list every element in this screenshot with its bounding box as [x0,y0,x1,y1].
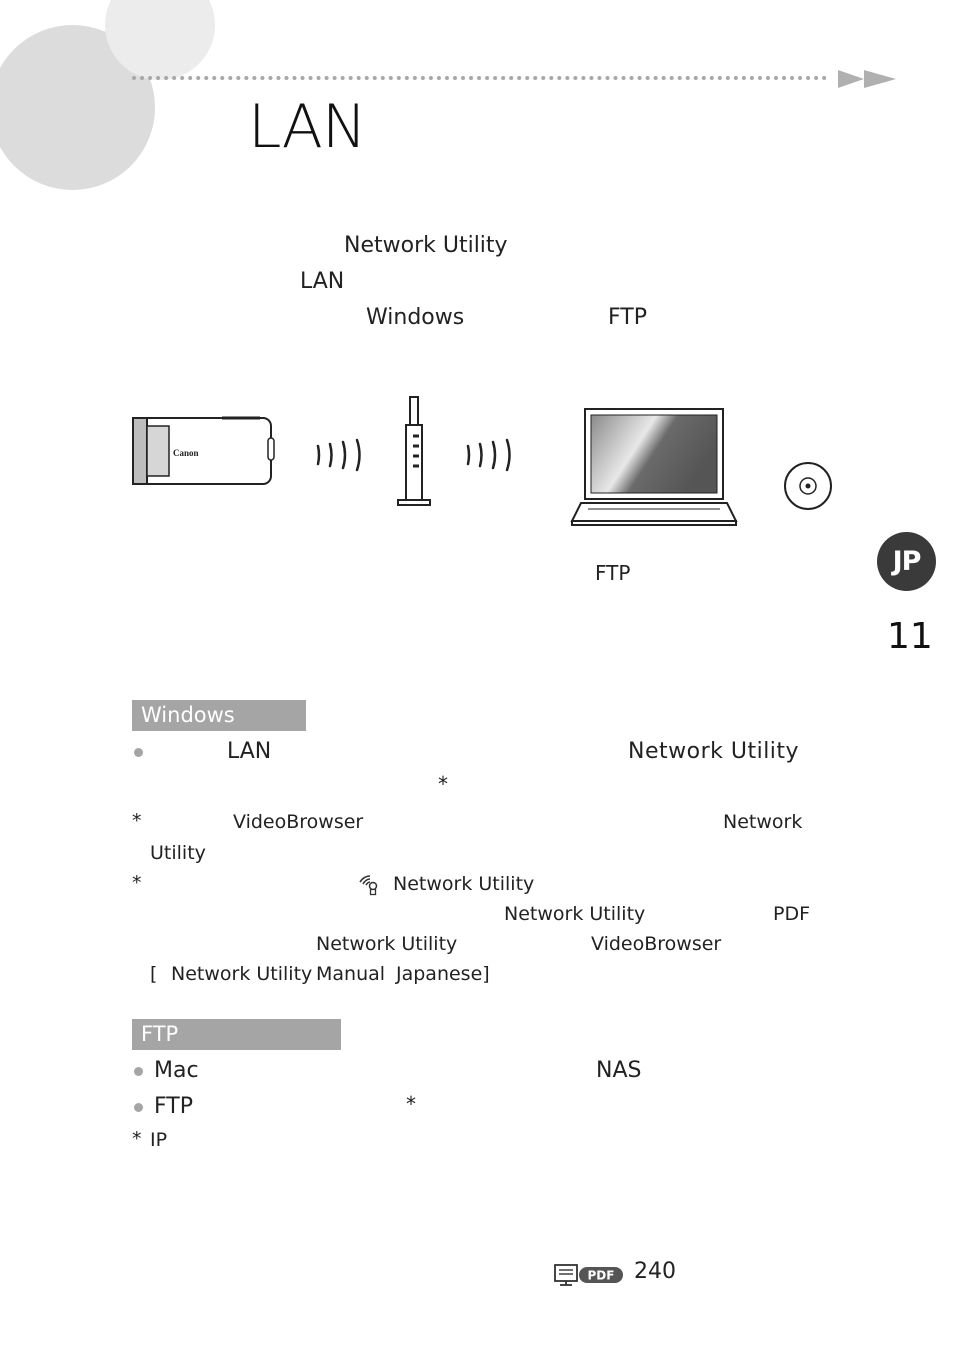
note-pdf: PDF [773,903,811,925]
laptop-computer-illustration [570,408,738,526]
section-heading-ftp: FTP [132,1019,341,1050]
intro-ftp: FTP [608,305,647,330]
bullet-dot [134,1067,143,1076]
page-title: LAN [248,92,367,162]
windows-bullet-lan: LAN [227,739,272,764]
camcorder-illustration: Canon [132,416,275,485]
language-tab-badge: JP [877,532,936,591]
network-utility-icon [359,875,378,896]
note-ip: IP [150,1129,168,1151]
intro-network-utility: Network Utility [344,233,508,258]
ftp-bullet-nas: NAS [596,1058,642,1083]
path-bracket-open: [ [150,963,158,985]
note-network-utility: Network Utility [393,873,535,895]
camera-brand-label: Canon [173,448,199,458]
note-videobrowser-2: VideoBrowser [591,933,722,955]
path-network-utility: Network Utility [171,963,313,985]
footnote-marker: * [438,772,448,796]
wireless-signal-icon [466,438,511,472]
page-reference: 240 [634,1259,676,1284]
disc-icon [784,462,832,510]
header-dotted-rule [132,76,827,80]
footnote-marker: * [406,1092,416,1116]
ftp-bullet-ftp: FTP [154,1094,193,1119]
forward-arrows-icon [838,70,896,88]
pdf-manual-icon: PDF [554,1264,623,1286]
diagram-ftp-caption: FTP [595,561,631,585]
note-network-utility-manual: Network Utility [504,903,646,925]
pdf-label: PDF [588,1269,615,1283]
note-network: Network [723,811,803,833]
page-number: 11 [887,616,933,657]
intro-windows: Windows [366,305,465,330]
note-videobrowser: VideoBrowser [233,811,364,833]
footnote-marker: * [132,810,142,832]
note-network-utility-3: Network Utility [316,933,458,955]
bullet-dot [134,1103,143,1112]
note-utility: Utility [150,842,206,864]
wireless-router-illustration [397,396,431,506]
wireless-signal-icon [316,438,361,472]
intro-lan: LAN [300,269,345,294]
section-heading-windows: Windows [132,700,306,731]
bullet-dot [134,748,143,757]
footnote-marker: * [132,872,142,894]
path-japanese: Japanese] [396,963,490,985]
footnote-marker: * [132,1128,142,1150]
ftp-bullet-mac: Mac [154,1058,199,1083]
path-manual: Manual [316,963,386,985]
windows-bullet-network-utility: Network Utility [628,739,800,764]
